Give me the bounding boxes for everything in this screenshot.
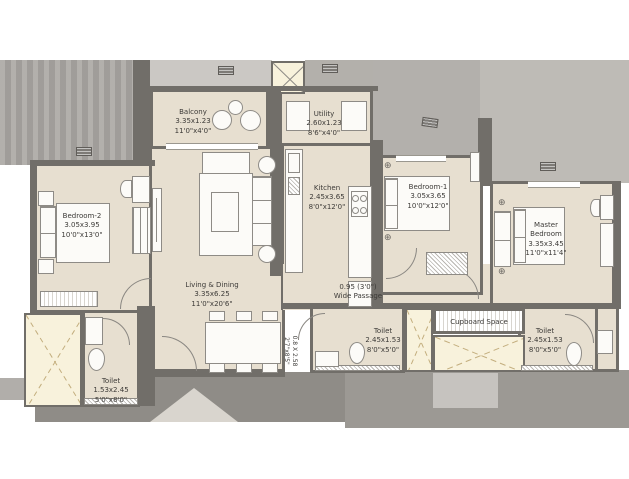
wall-segment <box>283 303 615 309</box>
tv-line <box>156 198 157 242</box>
burner-icon <box>352 194 360 202</box>
wc <box>88 348 105 371</box>
wardrobe-bedroom1 <box>426 252 468 275</box>
burner-icon <box>359 206 367 214</box>
balcony-chair <box>240 110 261 131</box>
dining-chair <box>262 363 278 373</box>
bed-bedroom2 <box>56 203 110 263</box>
utility-unit <box>341 101 367 131</box>
label-toilet-mid: Toilet 2.45x1.53 8'0"x5'0" <box>365 327 401 354</box>
balcony-table <box>228 100 243 115</box>
dresser-mirror <box>120 180 132 198</box>
core-light-patch <box>433 373 498 408</box>
balcony-chair <box>212 110 232 130</box>
label-toilet-left: Toilet 1.53x2.45 5'0"x8'0" <box>93 377 129 404</box>
ceiling-point-icon: ⊕ <box>498 267 506 277</box>
duct-shaft-mid-horizontal <box>433 335 525 372</box>
fridge <box>348 281 372 307</box>
ac-unit-icon <box>218 66 234 75</box>
cupboard-space <box>433 308 525 334</box>
burner-icon <box>359 194 367 202</box>
ac-unit-icon <box>322 64 338 73</box>
washing-machine <box>286 101 310 131</box>
dining-table <box>205 322 281 364</box>
label-cupboard: Cupboard Space <box>450 318 508 326</box>
wall-segment <box>133 60 152 166</box>
bedside-unit <box>38 191 54 206</box>
label-master-bedroom: Master Bedroom 3.35x3.45 11'0"x11'4" <box>525 221 567 258</box>
wall-segment <box>371 140 383 308</box>
sofa-back <box>202 152 250 174</box>
ceiling-point-icon: ⊕ <box>498 198 506 208</box>
label-balcony: Balcony 3.35x1.23 11'0"x4'0" <box>174 108 212 135</box>
bed-pillows <box>514 209 526 263</box>
wc <box>349 342 365 364</box>
label-utility: Utility 2.60x1.23 8'6"x4'0" <box>306 110 342 137</box>
dining-chair <box>236 363 252 373</box>
vent-toilet-right <box>521 365 593 371</box>
label-living-dining: Living & Dining 3.35x6.25 11'0"x20'6" <box>185 281 239 308</box>
washbasin <box>85 317 103 345</box>
label-toilet-right: Toilet 2.45x1.53 8'0"x5'0" <box>527 327 563 354</box>
window-seat-bedroom2 <box>40 291 98 307</box>
side-table-round <box>258 156 276 174</box>
hob <box>351 191 368 217</box>
coffee-table <box>211 192 239 232</box>
bed-pillows <box>40 206 56 258</box>
wall-segment <box>266 88 281 148</box>
ceiling-point-icon: ⊕ <box>384 161 392 171</box>
toilet-mid-door <box>298 313 325 340</box>
kitchen-sink <box>288 153 300 173</box>
bedside-unit <box>38 259 54 274</box>
dining-chair <box>262 311 278 321</box>
duct-shaft-mid-vertical <box>405 308 433 372</box>
wall-segment <box>30 163 37 313</box>
dining-chair <box>209 311 225 321</box>
window-master-bedroom <box>528 181 580 188</box>
ac-unit-icon <box>540 162 556 171</box>
window-balcony-living <box>166 143 258 150</box>
dish-rack <box>288 177 300 195</box>
wall-segment <box>149 369 285 377</box>
wall-segment <box>612 181 621 309</box>
washbasin <box>315 351 339 367</box>
dresser <box>600 195 614 220</box>
side-table-round <box>258 245 276 263</box>
dresser <box>470 152 480 182</box>
stair-triangle <box>150 388 238 422</box>
wall-segment <box>137 306 155 406</box>
dining-chair <box>236 311 252 321</box>
washbasin <box>597 330 613 354</box>
burner-icon <box>352 206 360 214</box>
wall-segment <box>148 86 378 91</box>
label-kitchen: Kitchen 2.45x3.65 8'0"x12'0" <box>308 184 346 211</box>
label-dining-strip: 0.8 X 2.58 2'7"x8'5" <box>282 335 298 367</box>
ceiling-point-icon: ⊕ <box>384 233 392 243</box>
dresser-mirror <box>590 199 600 217</box>
duct-shaft-left <box>24 313 82 407</box>
neighbor-unit-top-left <box>0 60 152 165</box>
label-bedroom1: Bedroom-1 3.05x3.65 10'0"x12'0" <box>407 183 449 210</box>
wall-segment <box>30 160 155 166</box>
vent-toilet-mid <box>315 365 400 371</box>
dresser <box>132 176 150 203</box>
label-bedroom2: Bedroom-2 3.05x3.95 10'0"x13'0" <box>61 212 103 239</box>
window-bedroom1 <box>396 155 446 162</box>
tv-unit <box>152 188 162 252</box>
sofa-chaise <box>252 176 272 246</box>
dining-chair <box>209 363 225 373</box>
neighbor-unit-above-bedroom1 <box>373 60 480 158</box>
wardrobe-master <box>494 211 511 267</box>
ac-unit-icon <box>76 147 92 156</box>
wardrobe-bedroom2 <box>132 207 151 254</box>
wall-segment <box>270 143 283 276</box>
bed-pillows <box>385 178 398 229</box>
label-passage: 0.95 (3'0") Wide Passage <box>333 283 383 301</box>
wardrobe-master-2 <box>600 223 614 267</box>
vent-toilet-left <box>84 398 138 405</box>
